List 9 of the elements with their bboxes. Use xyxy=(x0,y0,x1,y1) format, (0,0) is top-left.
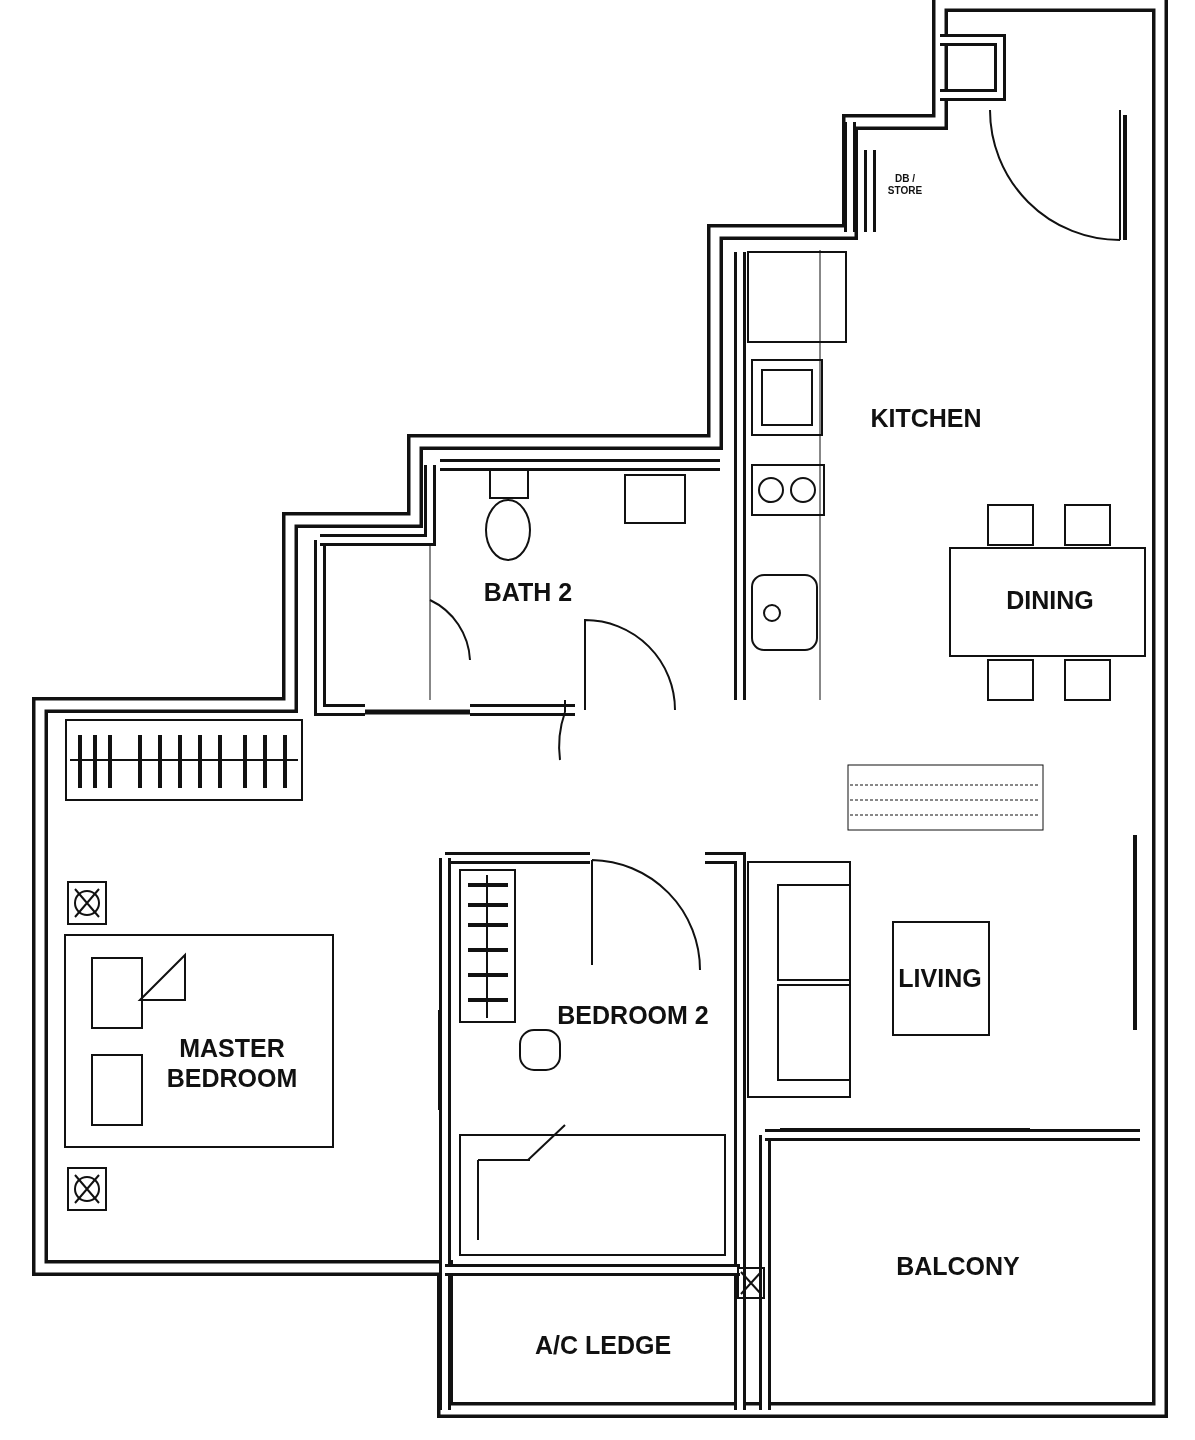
room-label: DB / STORE xyxy=(886,173,924,197)
room-label: BALCONY xyxy=(895,1251,1021,1281)
room-label: BEDROOM 2 xyxy=(556,1000,710,1030)
room-label: A/C LEDGE xyxy=(533,1330,673,1360)
room-label: BATH 2 xyxy=(482,577,574,607)
room-label: DINING xyxy=(1005,585,1095,615)
room-label: MASTER BEDROOM xyxy=(165,1033,299,1093)
room-label: KITCHEN xyxy=(869,403,983,433)
room-label: LIVING xyxy=(897,963,983,993)
